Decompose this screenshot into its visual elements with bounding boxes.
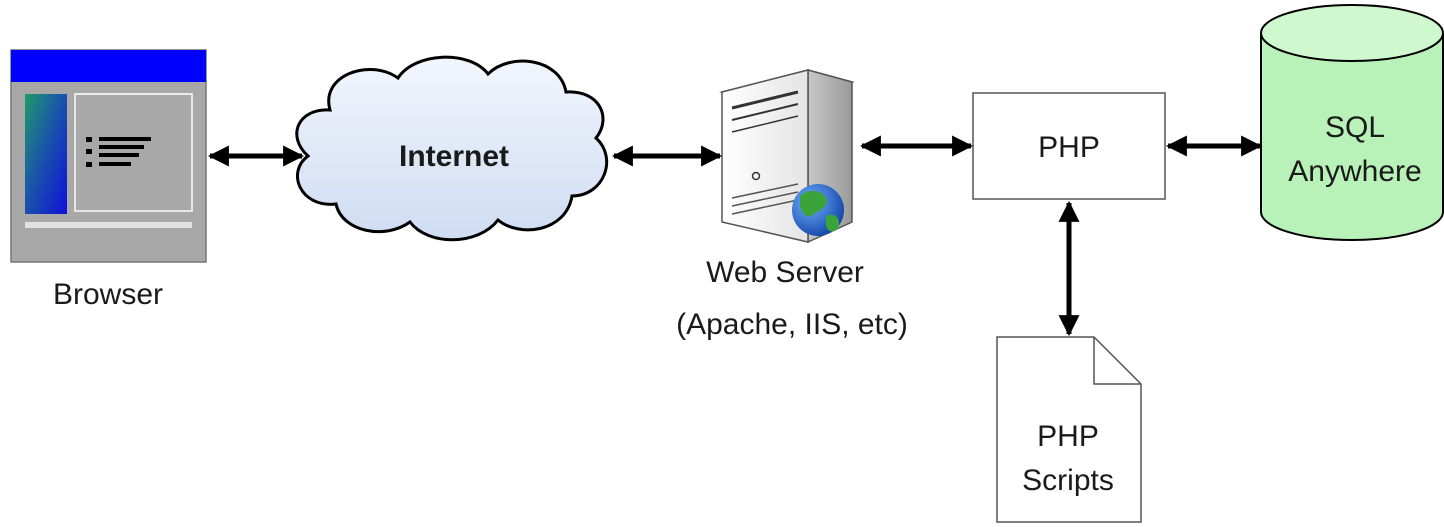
browser-titlebar xyxy=(11,50,206,82)
web-server-sublabel: (Apache, IIS, etc) xyxy=(676,308,908,341)
browser-label: Browser xyxy=(53,278,163,311)
connectors xyxy=(207,135,1263,337)
browser-statusbar xyxy=(25,222,192,228)
php-scripts-label-line1: PHP xyxy=(1037,420,1099,453)
php-box xyxy=(972,92,1166,200)
browser-sidebar xyxy=(25,94,67,214)
php-node: PHP xyxy=(972,92,1166,200)
web-server-label: Web Server xyxy=(706,256,864,289)
database-cylinder-icon xyxy=(1260,4,1444,241)
php-scripts-node: PHP Scripts xyxy=(996,336,1142,523)
database-node: SQL Anywhere xyxy=(1260,4,1444,241)
web-server-node: Web Server (Apache, IIS, etc) xyxy=(676,69,908,341)
list-icon xyxy=(86,137,151,167)
browser-node: Browser xyxy=(10,49,207,311)
php-label: PHP xyxy=(1038,131,1100,164)
internet-label: Internet xyxy=(399,140,509,173)
database-label-line2: Anywhere xyxy=(1288,155,1421,188)
cloud-icon xyxy=(295,55,609,242)
browser-window-icon xyxy=(10,49,207,263)
globe-icon xyxy=(792,184,844,236)
database-label-line1: SQL xyxy=(1325,111,1385,144)
internet-node: Internet xyxy=(295,55,609,242)
php-scripts-label-line2: Scripts xyxy=(1022,464,1114,497)
browser-content-pane xyxy=(74,93,193,212)
